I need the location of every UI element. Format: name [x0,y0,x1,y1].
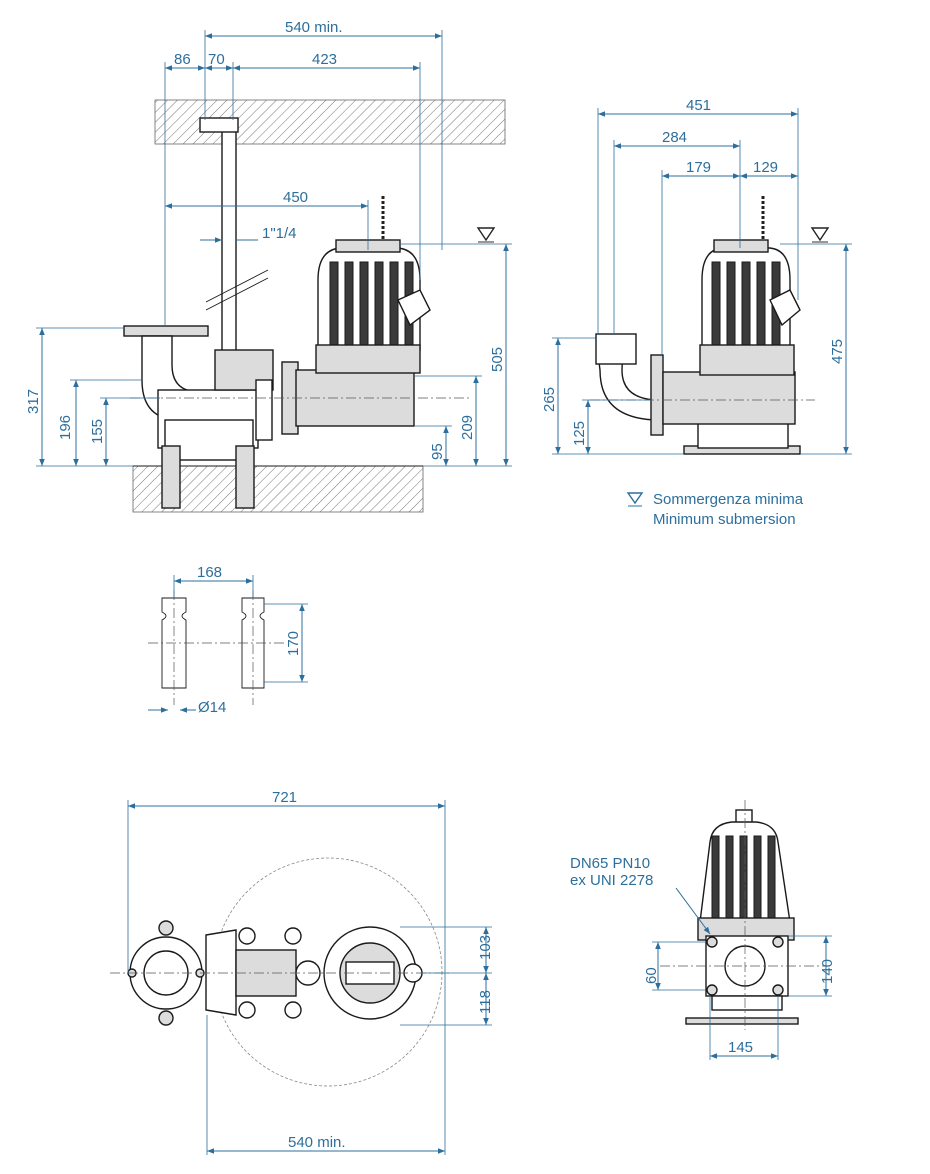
anchor-bolt [235,445,255,509]
dim-540-min-top: 540 min. [288,1134,346,1151]
dim-196: 196 [57,415,74,440]
dim-170: 170 [285,631,302,656]
outlet-label-line-1: DN65 PN10 [570,855,650,872]
anchor-view: 168 170 Ø14 [148,564,308,716]
cable-gland-front [769,289,801,327]
legend-line-1: Sommergenza minima [653,491,804,508]
dim-451: 451 [686,97,711,114]
anchor-slot-right [241,597,265,689]
dim-pipe-size: 1"1/4 [262,225,297,242]
floor-slab [132,465,424,513]
side-view: 540 min. 86 70 423 450 1"1/4 317 196 155… [25,19,512,513]
duckfoot-top [205,929,237,1016]
dim-95: 95 [429,443,446,460]
dim-diameter-14: Ø14 [198,699,226,716]
cable-gland [397,289,431,327]
flange-front [650,354,664,436]
dim-140: 140 [819,959,836,984]
dim-450: 450 [283,189,308,206]
dim-103: 103 [477,935,494,960]
guide-pipe [221,119,237,371]
dim-475: 475 [829,339,846,364]
dim-721: 721 [272,789,297,806]
outlet-view: DN65 PN10 ex UNI 2278 140 60 145 [570,800,836,1060]
top-view: 721 540 min. 103 118 [110,789,494,1155]
lifting-eye-front [713,239,769,253]
dim-284: 284 [662,129,687,146]
anchor-slot-left [161,597,187,689]
dim-86: 86 [174,51,191,68]
discharge-flange-top [123,325,209,337]
dim-209: 209 [459,415,476,440]
base-plate-outlet [685,1017,799,1025]
dim-168: 168 [197,564,222,581]
water-level-legend-icon [626,492,644,505]
dim-155: 155 [89,419,106,444]
dim-145: 145 [728,1039,753,1056]
hose-connector [595,333,637,365]
dim-317: 317 [25,389,42,414]
anchor-bolt [161,445,181,509]
legend: Sommergenza minima Minimum submersion [626,491,804,528]
water-level-icon [476,227,496,242]
dim-129: 129 [753,159,778,176]
dim-265: 265 [541,387,558,412]
legend-line-2: Minimum submersion [653,511,796,528]
dim-179: 179 [686,159,711,176]
upper-bracket [199,117,239,133]
dim-70: 70 [208,51,225,68]
dim-423: 423 [312,51,337,68]
dim-125: 125 [571,421,588,446]
outlet-label-line-2: ex UNI 2278 [570,872,653,889]
dim-118: 118 [477,990,494,1014]
front-view: 451 284 179 129 475 265 125 [541,97,852,455]
water-level-icon-front [810,227,830,242]
dim-505: 505 [489,347,506,372]
dim-60: 60 [643,967,660,984]
dim-540-min: 540 min. [285,19,343,36]
